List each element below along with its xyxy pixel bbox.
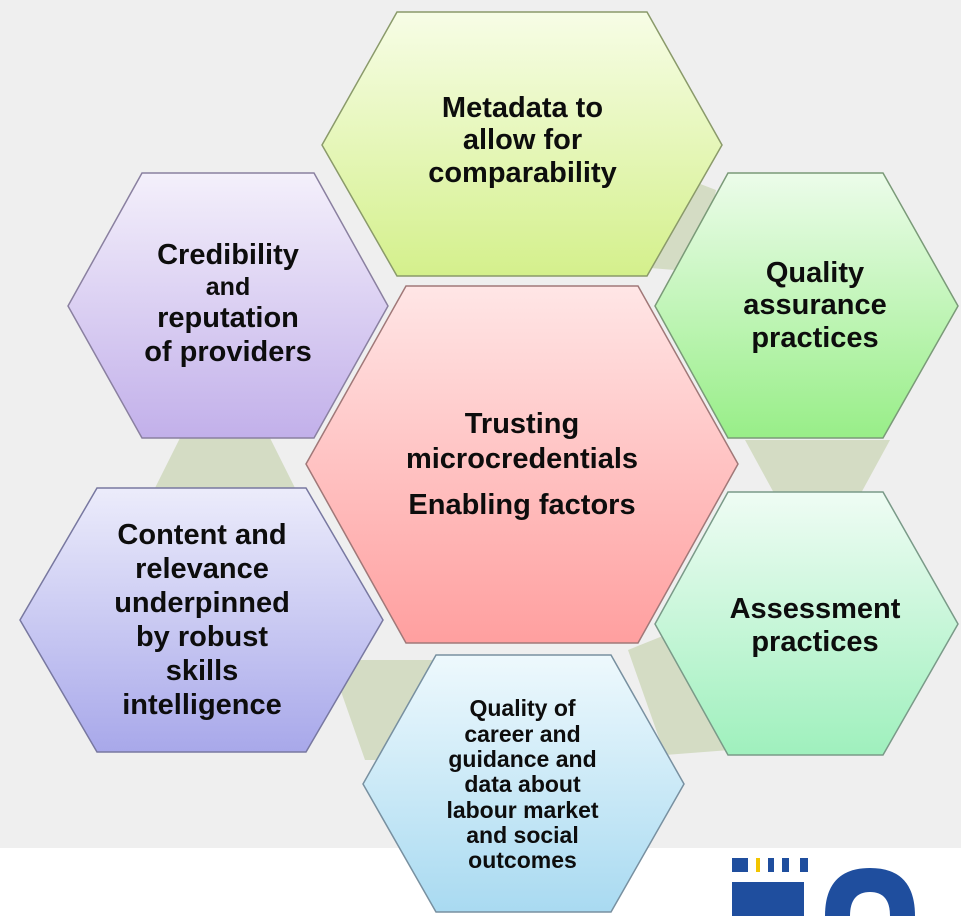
label-quality-assurance: Quality assurance practices: [695, 253, 935, 358]
center-subtitle: Enabling factors: [408, 489, 636, 522]
content-line-4: by robust: [135, 621, 269, 653]
content-line-3: underpinned: [114, 587, 290, 620]
credibility-line-3: reputation: [157, 302, 299, 335]
connector-qa-assessment: [745, 440, 890, 495]
content-line-1: Content and: [117, 519, 287, 552]
label-career-guidance: Quality of career and guidance and data …: [405, 680, 640, 890]
career-line-7: outcomes: [468, 847, 577, 874]
career-line-1: Quality of: [469, 695, 576, 722]
assessment-line-1: Assessment: [729, 593, 901, 626]
hexagon-metadata: [321, 11, 723, 277]
hexagon-assessment: [654, 491, 959, 756]
content-line-5: skills: [165, 654, 239, 687]
label-assessment: Assessment practices: [695, 588, 935, 663]
hexagon-content-relevance: [19, 487, 384, 753]
credibility-line-1: Credibility: [157, 238, 299, 271]
connector-content-credibility: [155, 438, 295, 488]
qa-line-2: assurance: [743, 289, 887, 322]
credibility-line-2: and: [205, 272, 251, 301]
career-line-4: data about: [464, 771, 581, 798]
career-line-6: and social: [466, 821, 579, 848]
logo: [720, 846, 961, 916]
center-line-2: microcredentials: [405, 442, 639, 475]
logo-icon: [732, 858, 915, 916]
credibility-line-4: of providers: [144, 336, 312, 369]
hexagon-center: [305, 285, 739, 644]
career-line-3: guidance and: [448, 746, 597, 773]
content-line-6: intelligence: [122, 688, 282, 721]
label-credibility: Credibility and reputation of providers: [100, 232, 356, 377]
qa-line-1: Quality: [765, 256, 865, 289]
hexagon-career-guidance: [362, 654, 685, 913]
hexagon-credibility: [67, 172, 389, 439]
career-line-5: labour market: [446, 796, 599, 823]
label-metadata: Metadata to allow for comparability: [360, 88, 685, 193]
label-center: Trusting microcredentials Enabling facto…: [352, 400, 692, 530]
assessment-line-2: practices: [751, 625, 879, 658]
metadata-line-1: Metadata to: [441, 91, 604, 124]
content-line-2: relevance: [135, 553, 269, 586]
center-line-1: Trusting: [464, 407, 580, 440]
metadata-line-2: allow for: [462, 124, 583, 157]
metadata-line-3: comparability: [428, 156, 617, 189]
connector-assessment-career: [628, 625, 730, 755]
label-content-relevance: Content and relevance underpinned by rob…: [62, 515, 342, 727]
career-line-2: career and: [464, 720, 581, 747]
hexagon-quality-assurance: [654, 172, 959, 439]
qa-line-3: practices: [751, 321, 879, 354]
